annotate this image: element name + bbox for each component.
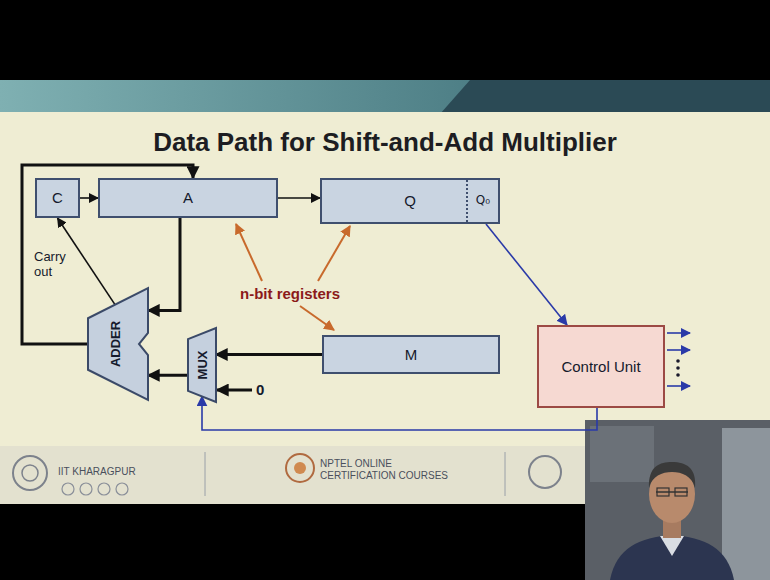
block-label: MUX (196, 351, 211, 380)
zero-input-wire (217, 389, 252, 392)
header-band (0, 80, 770, 114)
iit-logo (13, 456, 47, 490)
multiplexer: MUX (188, 328, 216, 402)
block-label: C (52, 189, 63, 206)
multiplier-register: Q Q₀ (320, 178, 500, 224)
leader-line (318, 226, 350, 281)
footer-separator (205, 452, 206, 496)
accumulator-register: A (98, 178, 278, 218)
bit-label: Q₀ (468, 180, 498, 222)
footer-separator (505, 452, 506, 496)
data-line (80, 197, 98, 199)
register-note: n-bit registers (240, 285, 340, 302)
block-label: M (405, 346, 418, 363)
adder-unit: ADDER (88, 288, 148, 400)
data-line (148, 374, 188, 377)
slide-body (0, 112, 770, 446)
data-line (148, 218, 180, 310)
block-label: ADDER (108, 321, 123, 367)
block-shape (188, 328, 216, 402)
block-label: Q (404, 192, 416, 209)
institute-logo (529, 456, 561, 488)
nptel-logo (286, 454, 314, 482)
presenter-video (585, 420, 770, 580)
header-band-light (0, 80, 470, 114)
control-signal (667, 349, 690, 351)
block-label: A (183, 189, 193, 206)
multiplicand-register: M (322, 335, 500, 374)
block-shape (88, 288, 148, 400)
footer-text: NPTEL ONLINE CERTIFICATION COURSES (320, 458, 450, 481)
carry-register: C (35, 178, 80, 218)
control-signal (667, 332, 690, 334)
control-line (486, 224, 567, 325)
signal-label: Carry out (34, 250, 78, 280)
footer-icons (62, 483, 128, 495)
leader-line (236, 224, 262, 281)
data-line (216, 353, 322, 356)
constant-input: 0 (256, 381, 264, 398)
block-label: Control Unit (561, 358, 640, 375)
data-line (278, 197, 320, 199)
slide-title: Data Path for Shift-and-Add Multiplier (0, 128, 770, 158)
bit-divider (466, 180, 468, 222)
ellipsis-dots (676, 359, 680, 377)
leader-line (300, 306, 334, 330)
control-unit: Control Unit (537, 325, 665, 408)
control-signal (667, 385, 690, 387)
footer-text: IIT KHARAGPUR (58, 466, 136, 478)
data-line (58, 218, 116, 305)
